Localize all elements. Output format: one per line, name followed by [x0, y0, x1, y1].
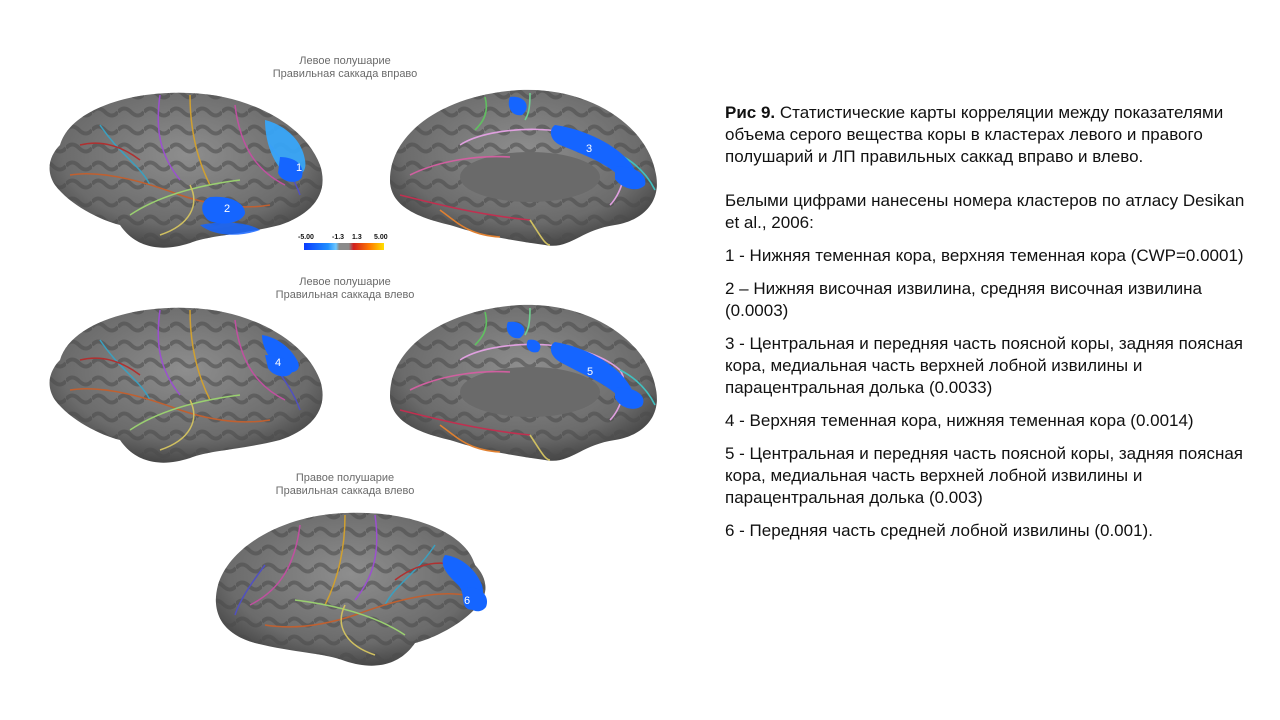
brain-left-medial-left-saccade: 5 [390, 304, 657, 461]
panel-title-line1: Правое полушарие [295, 472, 395, 484]
figure-caption: Рис 9. Статистические карты корреляции м… [725, 102, 1250, 553]
caption-item: 2 – Нижняя височная извилина, средняя ви… [725, 279, 1202, 320]
colorbar-gradient [304, 243, 384, 250]
caption-heading: Рис 9. Статистические карты корреляции м… [725, 102, 1250, 168]
brain-left-medial-right-saccade: 3 [390, 89, 657, 246]
caption-item: 6 - Передняя часть средней лобной извили… [725, 521, 1153, 540]
panel-title-line1: Левое полушарие [299, 276, 391, 288]
panel-title-left-left: Левое полушарие Правильная саккада влево [195, 276, 495, 302]
caption-intro: Белыми цифрами нанесены номера кластеров… [725, 191, 1245, 232]
cluster-label-2: 2 [224, 203, 230, 215]
panel-title-line2: Правильная саккада вправо [272, 68, 418, 80]
figure-label: Рис 9. [725, 103, 776, 122]
colorbar: -5.00 -1.3 1.3 5.00 [294, 234, 398, 258]
panel-title-line2: Правильная саккада влево [275, 485, 415, 497]
panel-title-line2: Правильная саккада влево [275, 289, 415, 301]
colorbar-tick: -1.3 [332, 234, 345, 241]
caption-item: 5 - Центральная и передняя часть поясной… [725, 444, 1243, 507]
colorbar-tick: 1.3 [352, 234, 362, 241]
panel-title-right-left: Правое полушарие Правильная саккада влев… [195, 472, 495, 498]
panel-title-left-right: Левое полушарие Правильная саккада вправ… [195, 55, 495, 81]
caption-item: 3 - Центральная и передняя часть поясной… [725, 334, 1243, 397]
cluster-label-1: 1 [296, 162, 302, 174]
cluster-label-3: 3 [586, 143, 592, 155]
panel-title-line1: Левое полушарие [299, 55, 391, 67]
brain-left-lateral-left-saccade: 4 [49, 307, 323, 463]
colorbar-tick: 5.00 [374, 234, 388, 241]
caption-heading-text: Статистические карты корреляции между по… [725, 103, 1224, 166]
brain-right-lateral-left-saccade: 6 [215, 512, 488, 666]
caption-item: 1 - Нижняя теменная кора, верхняя теменн… [725, 246, 1244, 265]
caption-item: 4 - Верхняя теменная кора, нижняя теменн… [725, 411, 1194, 430]
brain-left-lateral-right-saccade: 1 2 [49, 92, 323, 248]
colorbar-tick: -5.00 [298, 234, 314, 241]
cluster-label-6: 6 [464, 595, 470, 607]
cluster-label-5: 5 [587, 366, 593, 378]
cluster-label-4: 4 [275, 357, 281, 369]
